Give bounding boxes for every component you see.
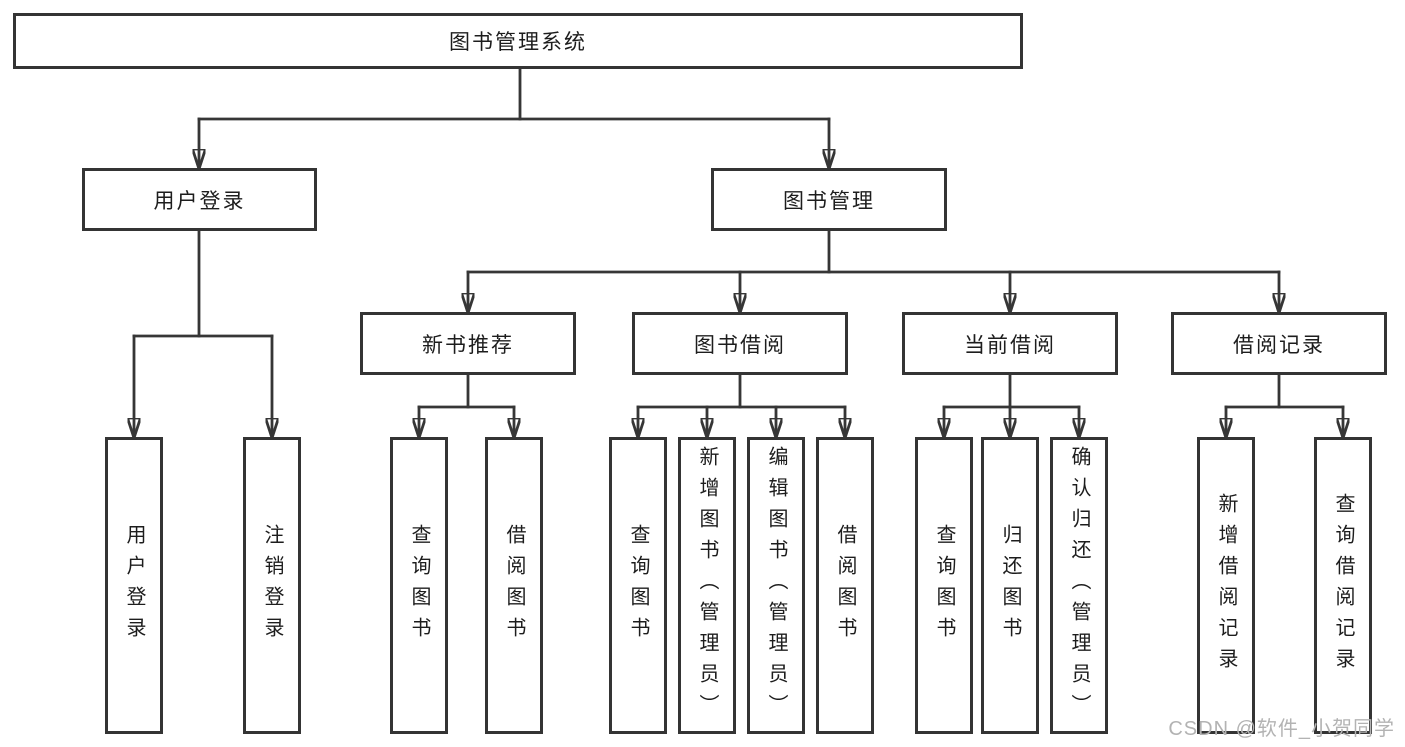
leaf-logout-login: 注销登录 bbox=[243, 437, 301, 734]
node-current-borrow: 当前借阅 bbox=[902, 312, 1118, 375]
node-label: 借阅记录 bbox=[1233, 333, 1325, 357]
leaf-query-borrow-record: 查询借阅记录 bbox=[1314, 437, 1372, 734]
node-label: 新书推荐 bbox=[422, 333, 514, 357]
node-label: 图书管理 bbox=[783, 189, 875, 213]
node-label: 新增借阅记录 bbox=[1215, 492, 1237, 679]
node-label: 注销登录 bbox=[261, 523, 283, 648]
leaf-return-books: 归还图书 bbox=[981, 437, 1039, 734]
node-borrow-records: 借阅记录 bbox=[1171, 312, 1387, 375]
node-label: 当前借阅 bbox=[964, 333, 1056, 357]
leaf-edit-book-admin: 编辑图书（管理员） bbox=[747, 437, 805, 734]
node-book-mgmt: 图书管理 bbox=[711, 168, 947, 231]
leaf-query-books-current: 查询图书 bbox=[915, 437, 973, 734]
node-label: 图书借阅 bbox=[694, 333, 786, 357]
node-label: 查询图书 bbox=[627, 523, 649, 648]
node-label: 图书管理系统 bbox=[449, 31, 587, 54]
leaf-query-books-newbook: 查询图书 bbox=[390, 437, 448, 734]
node-root: 图书管理系统 bbox=[13, 13, 1023, 69]
connector-book-borrow-branch bbox=[638, 373, 845, 439]
node-new-book-recommend: 新书推荐 bbox=[360, 312, 576, 375]
connector-book-mgmt-branch bbox=[468, 229, 1279, 314]
node-book-borrow: 图书借阅 bbox=[632, 312, 848, 375]
leaf-borrow-books-borrow: 借阅图书 bbox=[816, 437, 874, 734]
node-label: 用户登录 bbox=[123, 523, 145, 648]
node-label: 查询借阅记录 bbox=[1332, 492, 1354, 679]
connector-current-borrow-branch bbox=[944, 373, 1079, 439]
node-label: 编辑图书（管理员） bbox=[765, 446, 787, 725]
node-label: 借阅图书 bbox=[834, 523, 856, 648]
node-label: 归还图书 bbox=[999, 523, 1021, 648]
watermark: CSDN @软件_小贺同学 bbox=[1168, 718, 1395, 740]
leaf-user-login: 用户登录 bbox=[105, 437, 163, 734]
node-label: 查询图书 bbox=[933, 523, 955, 648]
node-label: 确认归还（管理员） bbox=[1068, 446, 1090, 725]
node-label: 用户登录 bbox=[153, 189, 246, 213]
connector-user-login-branch bbox=[134, 229, 272, 439]
leaf-add-borrow-record: 新增借阅记录 bbox=[1197, 437, 1255, 734]
node-label: 借阅图书 bbox=[503, 523, 525, 648]
leaf-add-book-admin: 新增图书（管理员） bbox=[678, 437, 736, 734]
leaf-borrow-books-newbook: 借阅图书 bbox=[485, 437, 543, 734]
connector-new-book-branch bbox=[419, 373, 514, 439]
node-label: 新增图书（管理员） bbox=[696, 446, 718, 725]
leaf-confirm-return-admin: 确认归还（管理员） bbox=[1050, 437, 1108, 734]
connector-borrow-records-branch bbox=[1226, 373, 1343, 439]
connector-root-branch bbox=[199, 67, 829, 170]
node-user-login: 用户登录 bbox=[82, 168, 317, 231]
leaf-query-books-borrow: 查询图书 bbox=[609, 437, 667, 734]
node-label: 查询图书 bbox=[408, 523, 430, 648]
